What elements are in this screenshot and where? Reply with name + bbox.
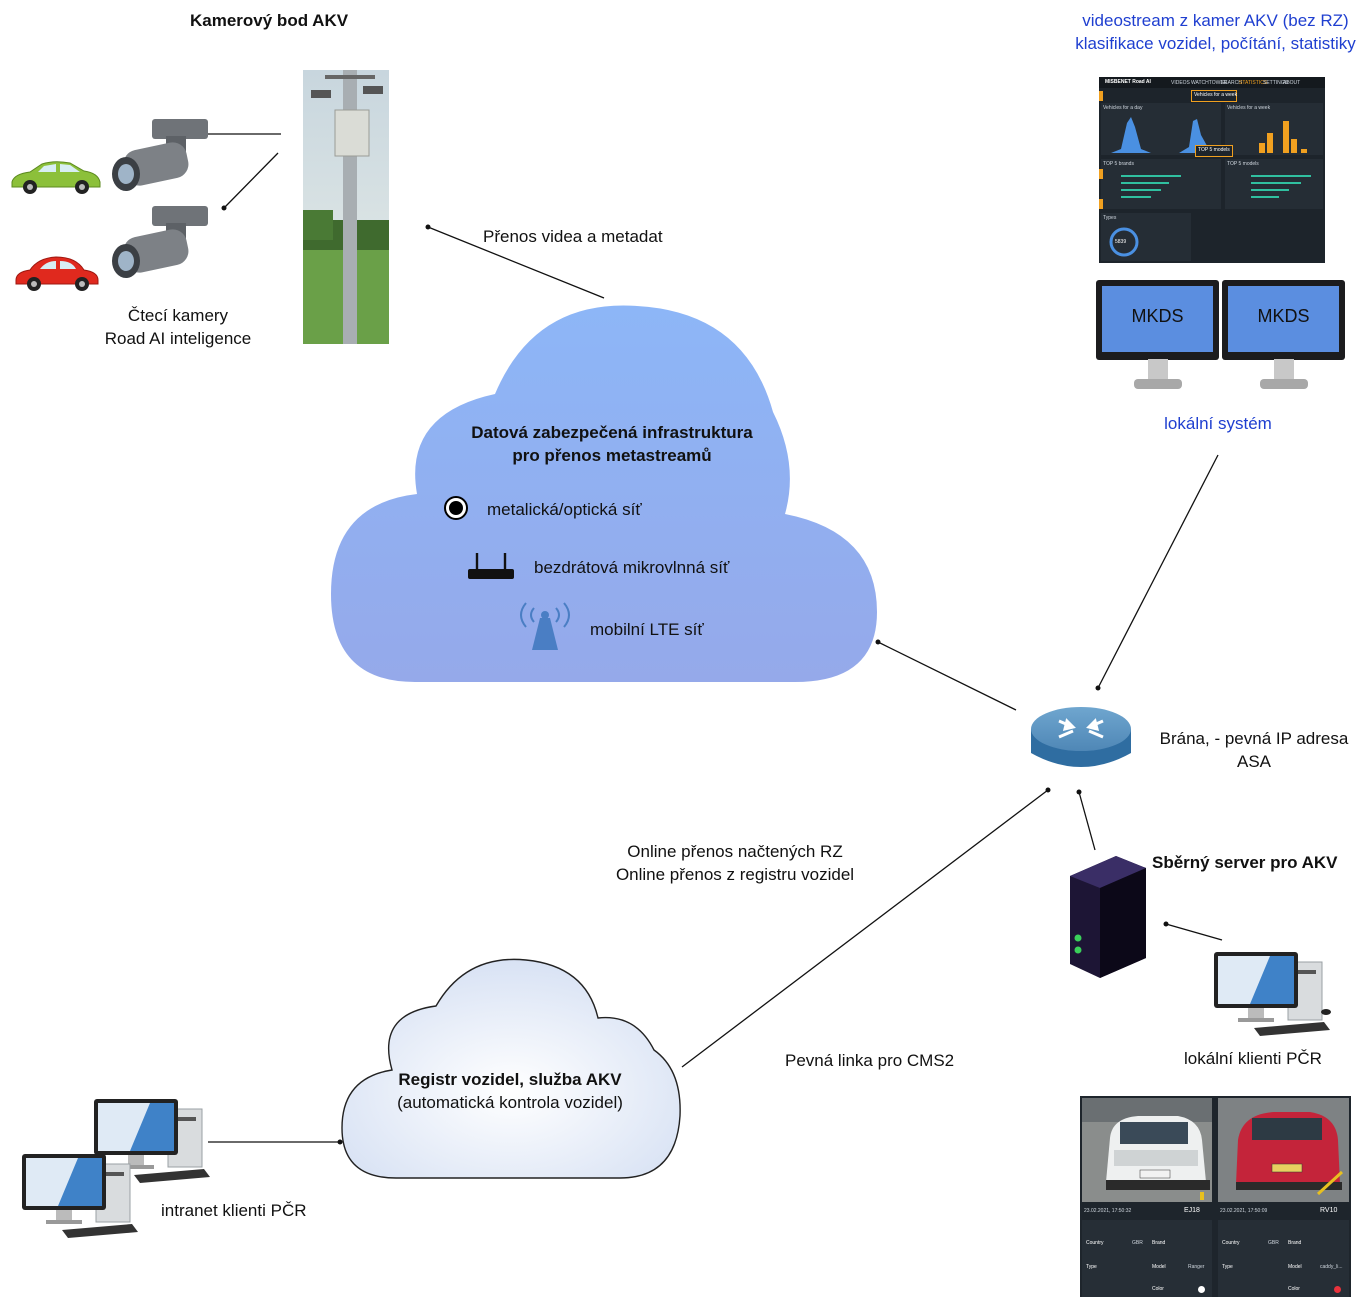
anpr-right-plate: RV10 bbox=[1320, 1207, 1338, 1214]
anpr-right-model-val: caddy_li... bbox=[1320, 1264, 1343, 1270]
anpr-left-model-val: Ranger bbox=[1188, 1264, 1205, 1270]
dashboard-nav-videos: VIDEOS bbox=[1171, 80, 1190, 86]
dashboard-nav-watchtower: WATCHTOWER bbox=[1191, 80, 1228, 86]
dashboard-panel-day: Vehicles for a day bbox=[1103, 105, 1143, 111]
mkds-monitor-1-stand bbox=[1134, 359, 1182, 389]
dashboard-panel-types: Types bbox=[1103, 215, 1117, 221]
dashboard-brand: MISBENET Road AI bbox=[1105, 79, 1151, 85]
mkds-monitor-1-label: MKDS bbox=[1131, 306, 1184, 326]
camera2-pole-line bbox=[223, 152, 279, 209]
camera-caption-line1: Čtecí kamery bbox=[127, 306, 229, 325]
mkds-monitor-2-label: MKDS bbox=[1257, 306, 1310, 326]
anpr-left-brand: Brand bbox=[1152, 1240, 1166, 1246]
gateway-label-line2: ASA bbox=[1236, 752, 1272, 771]
camera-point-title: Kamerový bod AKV bbox=[190, 11, 349, 30]
registry-cloud-shape bbox=[341, 958, 681, 1179]
intranet-clients-label: intranet klienti PČR bbox=[161, 1201, 307, 1220]
registry-gateway-line bbox=[681, 789, 1049, 1068]
pole-cloud-line bbox=[427, 226, 605, 299]
dashboard-nav-settings: SETTINGS bbox=[1263, 80, 1289, 86]
network-item-fiber: metalická/optická síť bbox=[487, 500, 642, 519]
local-system-label: lokální systém bbox=[1164, 414, 1272, 433]
anpr-right-timestamp: 23.02.2021, 17:50:09 bbox=[1220, 1208, 1268, 1214]
anpr-left-model: Model bbox=[1152, 1264, 1166, 1270]
anpr-left-country-val: GBR bbox=[1132, 1240, 1143, 1246]
anpr-left-photo bbox=[1082, 1098, 1212, 1202]
videostream-line2: klasifikace vozidel, počítání, statistik… bbox=[1075, 34, 1356, 53]
intranet-pc-icon-1 bbox=[94, 1099, 210, 1183]
server-title: Sběrný server pro AKV bbox=[1152, 853, 1338, 872]
anpr-left-plate: EJ18 bbox=[1184, 1207, 1200, 1214]
collection-server-icon bbox=[1070, 856, 1146, 978]
server-gateway-line bbox=[1078, 791, 1096, 851]
anpr-left-color: Color bbox=[1152, 1286, 1164, 1292]
anpr-right-country: Country bbox=[1222, 1240, 1240, 1246]
dashboard-charts-graphic bbox=[1111, 117, 1307, 153]
dashboard-callout-week: Vehicles for a week bbox=[1194, 92, 1238, 98]
mkds-monitor-1: MKDS bbox=[1096, 280, 1219, 360]
mkds-monitor-2-stand bbox=[1260, 359, 1308, 389]
green-car-icon bbox=[11, 161, 101, 194]
cloud-gateway-line bbox=[877, 641, 1017, 711]
videostream-line1: videostream z kamer AKV (bez RZ) bbox=[1082, 11, 1349, 30]
registry-cloud-subtitle: (automatická kontrola vozidel) bbox=[397, 1093, 623, 1112]
local-client-pc-icon bbox=[1214, 952, 1331, 1036]
main-cloud-title-line2: pro přenos metastreamů bbox=[512, 446, 712, 465]
dashboard-nav-search: SEARCH bbox=[1221, 80, 1242, 86]
main-cloud-shape bbox=[331, 305, 877, 682]
online-transfer-line2: Online přenos z registru vozidel bbox=[615, 865, 855, 884]
anpr-right-country-val: GBR bbox=[1268, 1240, 1279, 1246]
local-clients-label: lokální klienti PČR bbox=[1184, 1049, 1322, 1068]
anpr-results-screenshot: 23.02.2021, 17:50:32 EJ18 23.02.2021, 17… bbox=[1080, 1096, 1351, 1297]
statistics-dashboard-screenshot: MISBENET Road AI VIDEOS WATCHTOWER SEARC… bbox=[1099, 77, 1325, 263]
camera-pole-photo bbox=[303, 70, 389, 344]
online-transfer-line1: Online přenos načtených RZ bbox=[627, 842, 843, 861]
camera-icon-2 bbox=[112, 206, 208, 278]
fixed-line-label: Pevná linka pro CMS2 bbox=[785, 1051, 955, 1070]
gateway-router-icon bbox=[1031, 707, 1131, 767]
anpr-right-type: Type bbox=[1222, 1264, 1233, 1270]
clients-server-line bbox=[1165, 923, 1223, 941]
wireless-router-icon bbox=[468, 553, 514, 579]
main-cloud-title-line1: Datová zabezpečená infrastruktura bbox=[471, 423, 753, 442]
dashboard-nav-about: ABOUT bbox=[1283, 80, 1301, 86]
camera-caption-line2: Road AI inteligence bbox=[104, 329, 252, 348]
video-transfer-label: Přenos videa a metadat bbox=[483, 227, 663, 246]
anpr-right-model: Model bbox=[1288, 1264, 1302, 1270]
dashboard-panel-brands: TOP 5 brands bbox=[1103, 161, 1134, 167]
fiber-network-icon bbox=[444, 496, 468, 520]
dashboard-panel-models: TOP 5 models bbox=[1227, 161, 1259, 167]
mkds-monitor-2: MKDS bbox=[1222, 280, 1345, 360]
dashboard-nav-statistics: STATISTICS bbox=[1239, 80, 1268, 86]
anpr-left-country: Country bbox=[1086, 1240, 1104, 1246]
anpr-right-color-swatch bbox=[1334, 1286, 1341, 1293]
gateway-label-line1: Brána, - pevná IP adresa bbox=[1159, 729, 1349, 748]
dashboard-panel-week: Vehicles for a week bbox=[1227, 105, 1271, 111]
anpr-left-color-swatch bbox=[1198, 1286, 1205, 1293]
red-car-icon bbox=[15, 256, 99, 291]
dashboard-bars-graphic bbox=[1121, 175, 1311, 198]
registry-cloud-title: Registr vozidel, služba AKV bbox=[398, 1070, 622, 1089]
lte-antenna-icon bbox=[520, 602, 570, 650]
network-item-lte: mobilní LTE síť bbox=[590, 620, 704, 639]
anpr-right-color: Color bbox=[1288, 1286, 1300, 1292]
anpr-right-brand: Brand bbox=[1288, 1240, 1302, 1246]
anpr-right-photo bbox=[1218, 1098, 1349, 1202]
dashboard-types-total: 5839 bbox=[1115, 239, 1127, 245]
anpr-left-timestamp: 23.02.2021, 17:50:32 bbox=[1084, 1208, 1132, 1214]
camera-icon-1 bbox=[112, 119, 208, 191]
anpr-left-type: Type bbox=[1086, 1264, 1097, 1270]
network-item-wireless: bezdrátová mikrovlnná síť bbox=[534, 558, 730, 577]
dashboard-donut-graphic bbox=[1109, 227, 1139, 257]
intranet-pc-icon-2 bbox=[22, 1154, 138, 1238]
localsystem-gateway-line bbox=[1097, 454, 1219, 689]
dashboard-callout-top: TOP 5 models bbox=[1198, 147, 1230, 153]
